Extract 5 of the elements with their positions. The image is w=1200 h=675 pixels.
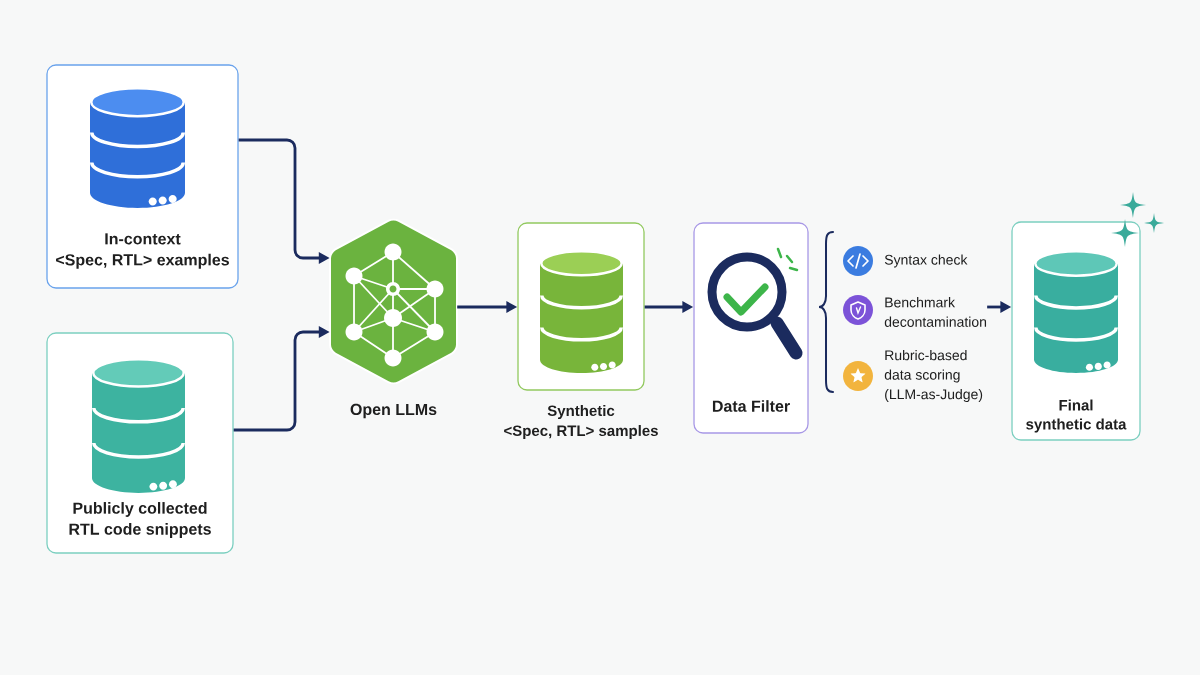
criterion-text: Benchmark decontamination <box>884 297 987 327</box>
node-label: Synthetic <Spec, RTL> samples <box>504 405 658 439</box>
criterion-text: Rubric-based data scoring (LLM-as-Judge) <box>884 349 983 402</box>
node-label: Open LLMs <box>350 403 437 419</box>
criterion-text: Syntax check <box>884 254 968 268</box>
